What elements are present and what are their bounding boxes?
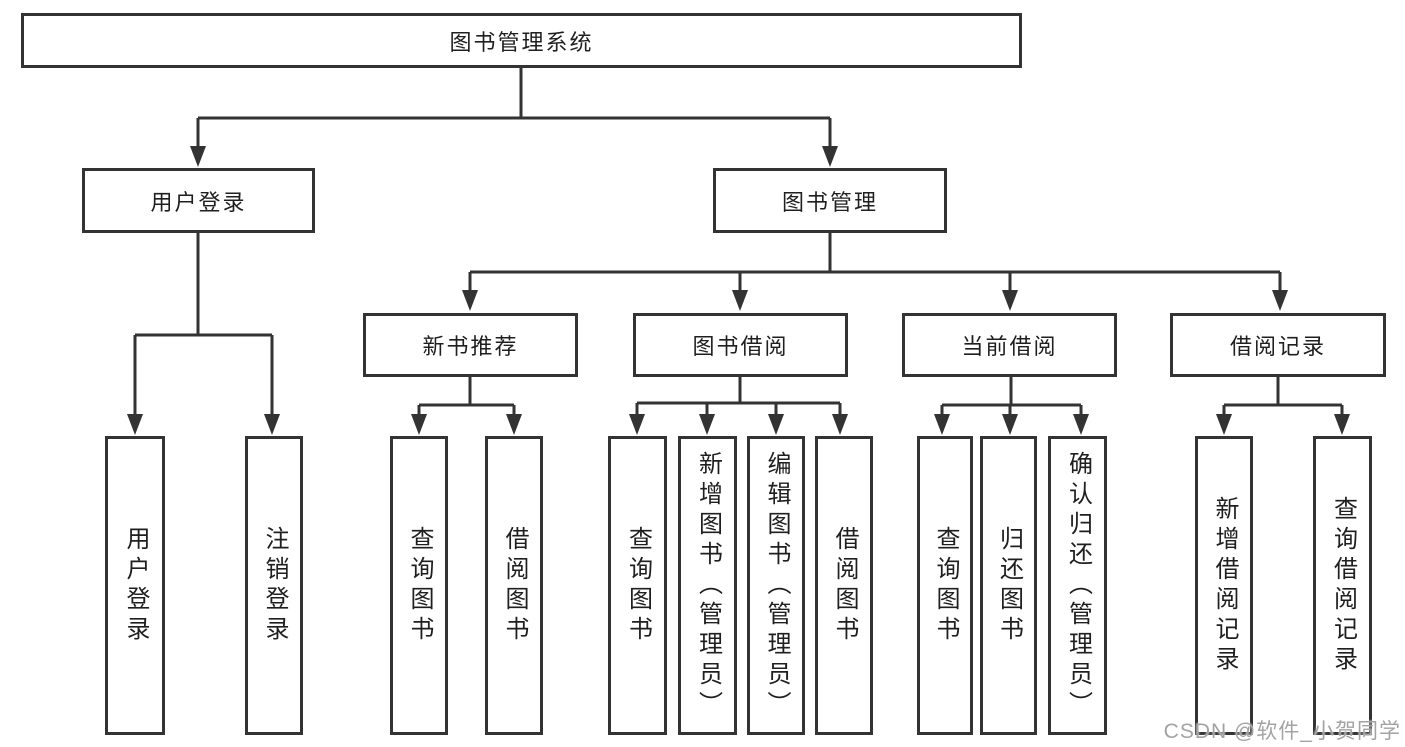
leaf-borrow-borrow-books: 借阅图书 bbox=[815, 436, 873, 735]
leaf-borrow-edit-books-admin: 编辑图书（管理员） bbox=[747, 436, 805, 735]
leaf-current-return-books: 归还图书 bbox=[980, 436, 1037, 735]
leaf-newbook-borrow-books: 借阅图书 bbox=[485, 436, 543, 735]
node-label: 用户登录 bbox=[150, 189, 247, 215]
node-book-management: 图书管理 bbox=[713, 168, 947, 233]
leaf-borrow-add-books-admin: 新增图书（管理员） bbox=[678, 436, 737, 735]
leaf-user-login: 用户登录 bbox=[105, 436, 165, 735]
node-book-borrowing: 图书借阅 bbox=[633, 313, 848, 377]
node-user-login: 用户登录 bbox=[82, 168, 315, 233]
leaf-borrow-query-books: 查询图书 bbox=[608, 436, 667, 735]
leaf-query-borrow-record: 查询借阅记录 bbox=[1313, 436, 1372, 735]
csdn-watermark: CSDN @软件_小贺同学 bbox=[1163, 720, 1401, 743]
node-label: 图书借阅 bbox=[692, 334, 789, 359]
leaf-newbook-query-books: 查询图书 bbox=[390, 436, 448, 735]
node-label: 图书管理 bbox=[781, 189, 878, 215]
node-label: 新书推荐 bbox=[422, 334, 519, 359]
node-current-borrowing: 当前借阅 bbox=[902, 313, 1117, 377]
node-new-book-recommend: 新书推荐 bbox=[363, 313, 578, 377]
leaf-current-query-books: 查询图书 bbox=[917, 436, 973, 735]
node-label: 借阅记录 bbox=[1229, 334, 1326, 359]
node-borrow-records: 借阅记录 bbox=[1170, 313, 1386, 377]
node-library-management-system: 图书管理系统 bbox=[21, 13, 1022, 68]
leaf-add-borrow-record: 新增借阅记录 bbox=[1195, 436, 1253, 735]
node-label: 当前借阅 bbox=[961, 334, 1058, 359]
leaf-logout-login: 注销登录 bbox=[245, 436, 303, 735]
leaf-current-confirm-return-admin: 确认归还（管理员） bbox=[1048, 436, 1107, 735]
node-label: 图书管理系统 bbox=[449, 29, 594, 55]
